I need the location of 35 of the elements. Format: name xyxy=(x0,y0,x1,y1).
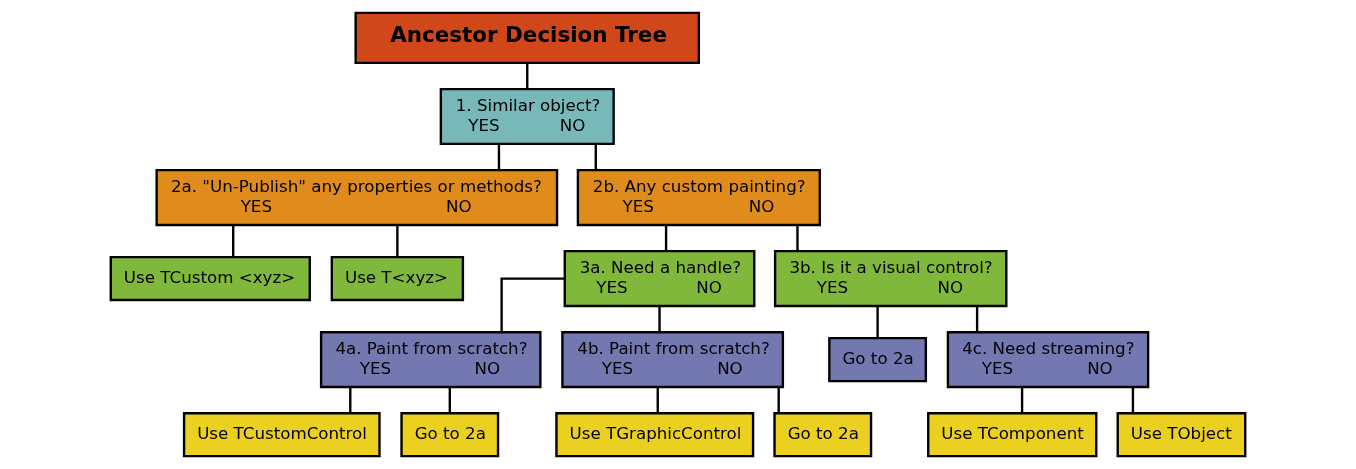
connector xyxy=(594,143,597,170)
connector xyxy=(232,225,235,258)
node-box: Use TCustomControl xyxy=(182,412,381,458)
node-box: Go to 2a xyxy=(828,337,928,383)
connector xyxy=(975,306,979,332)
node-box: 2b. Any custom painting? YES NO xyxy=(576,168,821,227)
node-box: Use TObject xyxy=(1116,412,1247,458)
node-box: Go to 2a xyxy=(400,412,500,458)
node-box: 3a. Need a handle? YES NO xyxy=(563,250,756,308)
connector xyxy=(349,387,352,414)
connector xyxy=(500,277,565,333)
node-box: Use TComponent xyxy=(927,412,1098,458)
connector xyxy=(526,63,529,90)
connector xyxy=(656,387,659,414)
node-box: 1. Similar object? YES NO xyxy=(439,87,615,146)
node-box: Ancestor Decision Tree xyxy=(354,11,701,65)
node-box: Use T<xyz> xyxy=(330,255,465,302)
connector xyxy=(796,225,799,251)
node-box: 2a. "Un-Publish" any properties or methods? YES NO xyxy=(155,168,559,227)
connector xyxy=(664,225,668,251)
node-box: 4b. Paint from scratch? YES NO xyxy=(561,331,785,389)
connector xyxy=(777,387,780,414)
node-box: 4a. Paint from scratch? YES NO xyxy=(319,331,542,389)
connector xyxy=(448,387,451,414)
node-box: 3b. Is it a visual control? YES NO xyxy=(773,250,1008,308)
node-box: Go to 2a xyxy=(773,412,873,458)
connector xyxy=(1020,387,1024,414)
connector xyxy=(1131,387,1135,414)
node-box: Use TCustom <xyz> xyxy=(109,255,311,302)
node-box: 4c. Need streaming? YES NO xyxy=(946,331,1150,389)
node-box: Use TGraphicControl xyxy=(555,412,755,458)
connector xyxy=(658,306,661,332)
connector xyxy=(876,306,879,339)
connector xyxy=(396,225,399,258)
connector xyxy=(497,143,501,170)
